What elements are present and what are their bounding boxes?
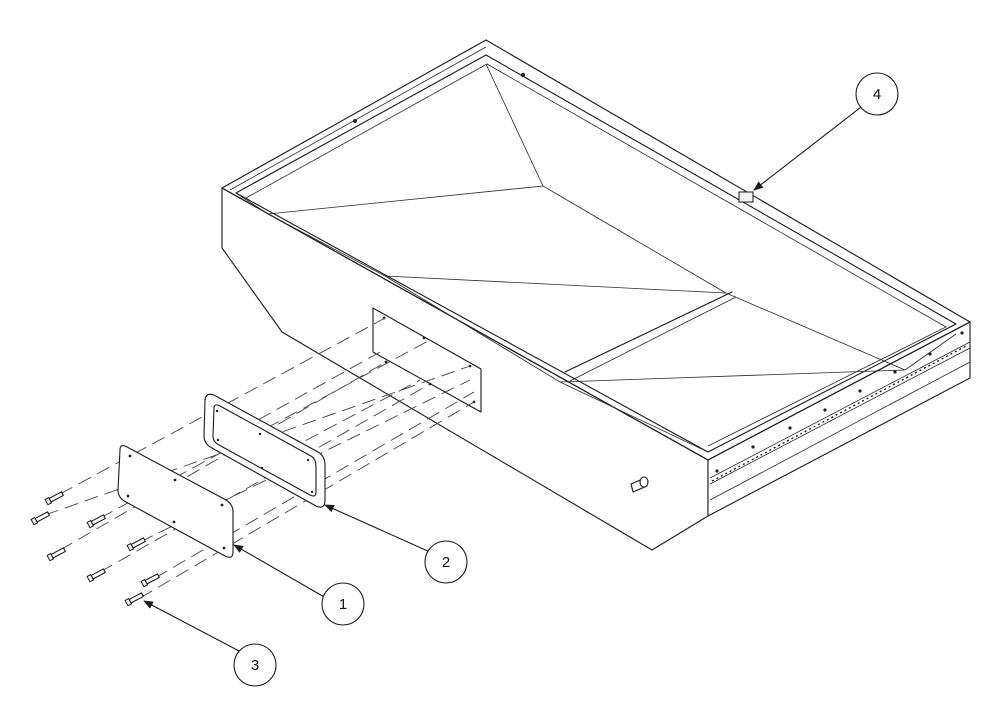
leader-3 [143, 600, 242, 653]
callout-1-label: 1 [339, 596, 347, 613]
cover-plate [117, 445, 234, 558]
screws [30, 491, 160, 607]
tray-body [221, 39, 971, 551]
leader-1 [233, 544, 327, 599]
callout-3: 3 [233, 643, 277, 687]
callout-2-label: 2 [442, 554, 450, 571]
leader-4 [753, 103, 866, 191]
callout-2: 2 [424, 540, 468, 584]
callout-3-label: 3 [251, 657, 259, 674]
callout-4-label: 4 [873, 86, 881, 103]
gasket-frame [203, 393, 326, 508]
leader-2 [324, 504, 431, 553]
side-pin [630, 476, 649, 493]
callout-4: 4 [855, 72, 899, 116]
callout-1: 1 [321, 582, 365, 626]
